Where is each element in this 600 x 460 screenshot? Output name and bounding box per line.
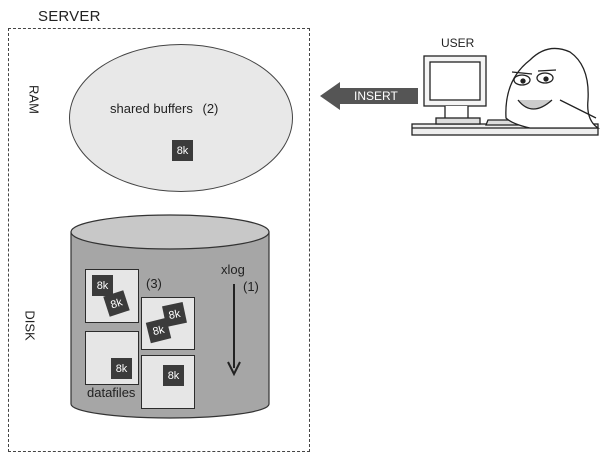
- shared-buffers-step: (2): [202, 101, 219, 116]
- xlog-step: (1): [243, 279, 259, 294]
- ram-page-chip: 8k: [172, 140, 193, 161]
- xlog-label: xlog: [221, 262, 245, 277]
- disk-top: [70, 214, 270, 250]
- insert-arrow-shape: [320, 82, 418, 110]
- datafiles-label: datafiles: [87, 385, 136, 400]
- user-illustration: [411, 47, 600, 136]
- disk-page-chip: 8k: [111, 358, 132, 379]
- disk-page-chip: 8k: [92, 275, 113, 296]
- datafiles-step: (3): [146, 276, 162, 291]
- user-label: USER: [441, 36, 475, 50]
- disk-page-chip: 8k: [163, 365, 184, 386]
- insert-label: INSERT: [354, 89, 398, 103]
- ram-ellipse: [69, 44, 293, 192]
- shared-buffers-text: shared buffers: [110, 101, 193, 116]
- xlog-arrow-head: [227, 361, 241, 377]
- server-title: SERVER: [38, 8, 101, 25]
- server-boundary: [8, 28, 310, 452]
- shared-buffers-label: shared buffers (2): [110, 101, 218, 116]
